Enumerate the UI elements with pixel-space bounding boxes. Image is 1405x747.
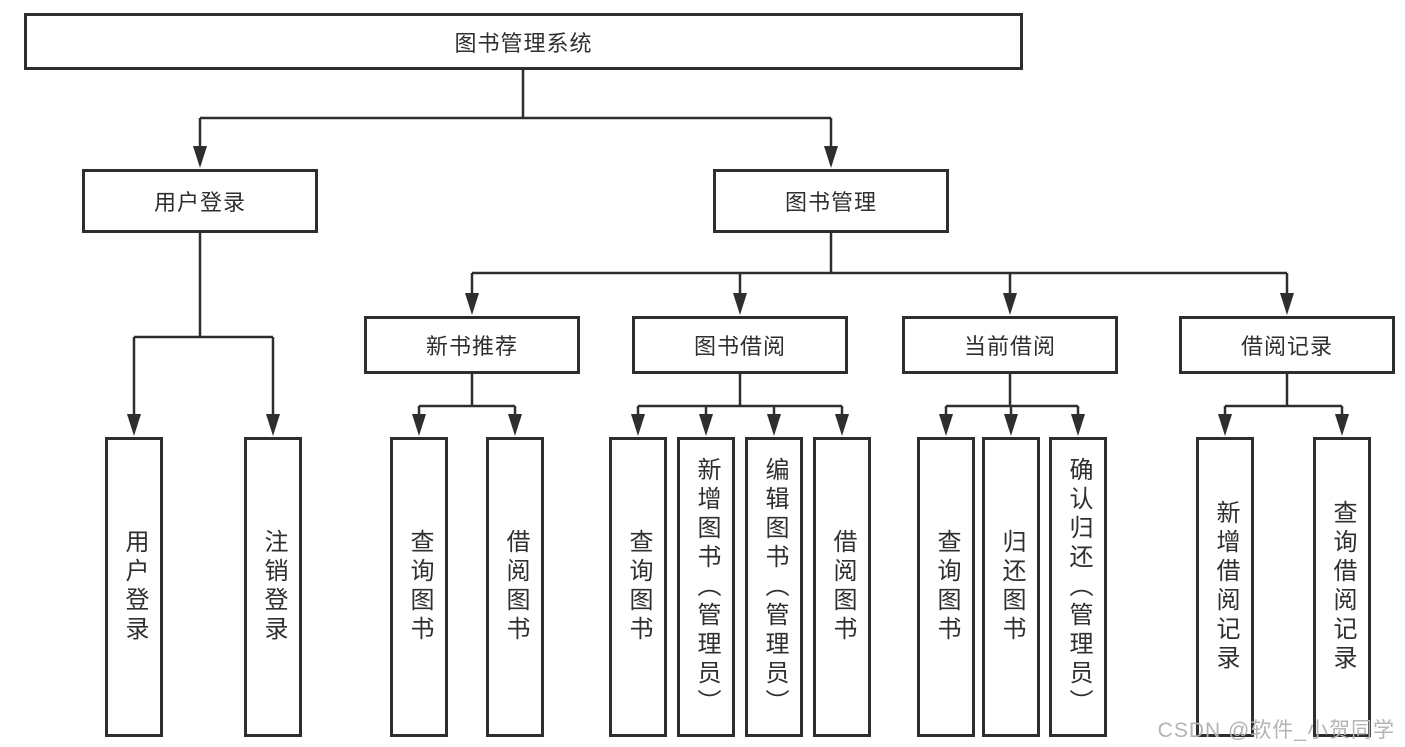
node-label: 借阅图书 xyxy=(502,529,529,645)
node-query-books-recommend: 查询图书 xyxy=(390,437,448,737)
node-label: 归还图书 xyxy=(998,529,1025,645)
node-confirm-return-admin: 确认归还（管理员） xyxy=(1049,437,1107,737)
node-book-borrowing: 图书借阅 xyxy=(632,316,848,374)
node-library-management-system: 图书管理系统 xyxy=(24,13,1023,70)
node-label: 借阅记录 xyxy=(1240,334,1333,359)
node-user-login-leaf: 用户登录 xyxy=(105,437,163,737)
node-current-borrowing: 当前借阅 xyxy=(902,316,1118,374)
node-label: 图书管理 xyxy=(784,190,877,215)
node-label: 图书借阅 xyxy=(693,334,786,359)
node-logout-leaf: 注销登录 xyxy=(244,437,302,737)
node-new-book-recommend: 新书推荐 xyxy=(364,316,580,374)
node-borrow-books-recommend: 借阅图书 xyxy=(486,437,544,737)
node-label: 新增借阅记录 xyxy=(1212,500,1239,674)
node-label: 确认归还（管理员） xyxy=(1065,456,1092,718)
node-return-books: 归还图书 xyxy=(982,437,1040,737)
node-label: 注销登录 xyxy=(260,529,287,645)
node-label: 查询图书 xyxy=(406,529,433,645)
node-label: 查询借阅记录 xyxy=(1329,500,1356,674)
csdn-watermark: CSDN @软件_小贺同学 xyxy=(1157,719,1395,742)
node-label: 用户登录 xyxy=(121,529,148,645)
node-user-login: 用户登录 xyxy=(82,169,318,233)
node-label: 查询图书 xyxy=(933,529,960,645)
node-label: 用户登录 xyxy=(153,190,246,215)
node-edit-books-admin: 编辑图书（管理员） xyxy=(745,437,803,737)
node-borrow-books-leaf: 借阅图书 xyxy=(813,437,871,737)
node-label: 新增图书（管理员） xyxy=(693,456,720,718)
node-borrowing-records: 借阅记录 xyxy=(1179,316,1395,374)
node-query-borrow-record: 查询借阅记录 xyxy=(1313,437,1371,737)
node-label: 新书推荐 xyxy=(425,334,518,359)
node-label: 图书管理系统 xyxy=(454,30,593,56)
node-add-books-admin: 新增图书（管理员） xyxy=(677,437,735,737)
node-query-books-current: 查询图书 xyxy=(917,437,975,737)
node-label: 编辑图书（管理员） xyxy=(761,456,788,718)
node-label: 借阅图书 xyxy=(829,529,856,645)
node-label: 查询图书 xyxy=(625,529,652,645)
node-query-books-borrowing: 查询图书 xyxy=(609,437,667,737)
node-label: 当前借阅 xyxy=(963,334,1056,359)
node-add-borrow-record: 新增借阅记录 xyxy=(1196,437,1254,737)
node-book-management: 图书管理 xyxy=(713,169,949,233)
